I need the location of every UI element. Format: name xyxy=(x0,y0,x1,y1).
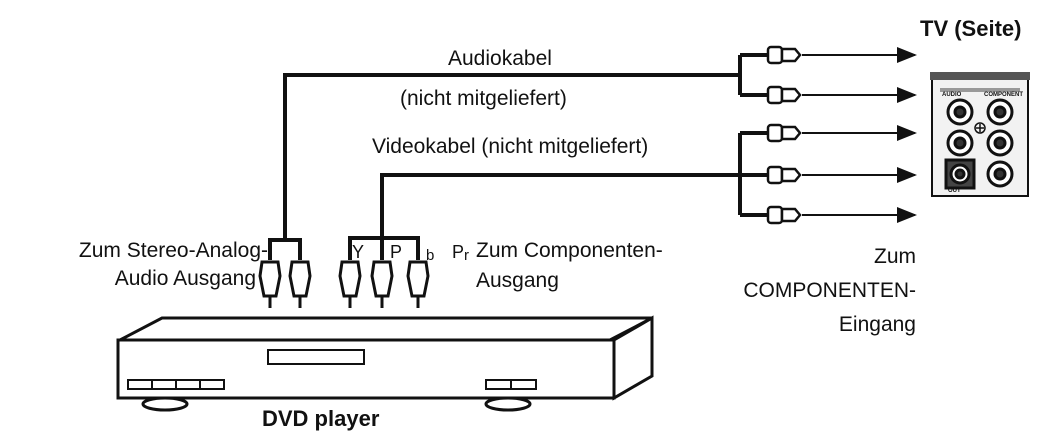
video-plug-pb xyxy=(370,260,394,298)
audio-cable-label: Audiokabel xyxy=(448,47,552,70)
tv-jack-component-y xyxy=(986,98,1014,126)
tv-jack-audio-r xyxy=(946,129,974,157)
audio-plug-left xyxy=(258,260,282,298)
component-in-label-line3: Eingang xyxy=(838,313,916,336)
video-plug-y xyxy=(338,260,362,298)
component-in-label-line2: COMPONENTEN- xyxy=(743,279,916,302)
plug-label-pb: P xyxy=(390,242,403,262)
component-out-label-line2: Ausgang xyxy=(476,269,559,292)
dvd-audio-plugs xyxy=(258,260,312,308)
tv-jack-audio-l xyxy=(946,98,974,126)
tv-panel-component-label: COMPONENT xyxy=(984,92,1023,98)
plug-label-y: Y xyxy=(352,242,365,262)
tv-panel-out-label: OUT xyxy=(948,188,961,194)
tv-plus-mark xyxy=(974,122,986,134)
rca-plug-video-pr xyxy=(766,205,802,225)
tv-panel-audio-label: AUDIO xyxy=(942,92,962,98)
tv-title: TV (Seite) xyxy=(920,16,1022,41)
video-cable xyxy=(348,131,768,260)
dvd-foot-right xyxy=(484,396,532,412)
plug-label-b: b xyxy=(426,247,435,264)
plug-label-pr: P xyxy=(452,242,465,262)
dvd-foot-left xyxy=(141,396,189,412)
rca-plug-video-y xyxy=(766,123,802,143)
rca-plug-video-pb xyxy=(766,165,802,185)
component-in-label-line1: Zum xyxy=(874,245,916,268)
rca-plug-audio-right xyxy=(766,85,802,105)
connection-arrows xyxy=(802,47,917,223)
dvd-disc-tray xyxy=(267,349,365,365)
tv-jack-component-pb xyxy=(986,129,1014,157)
audio-plug-right xyxy=(288,260,312,298)
tv-jack-out xyxy=(944,158,976,190)
video-cable-label: Videokabel (nicht mitgeliefert) xyxy=(372,135,649,158)
plug-label-r: r xyxy=(464,247,469,264)
tv-jack-panel xyxy=(930,72,1030,197)
dvd-video-plugs xyxy=(338,260,430,308)
tv-jack-component-pr xyxy=(986,160,1014,188)
video-plug-pr xyxy=(406,260,430,298)
rca-plug-audio-left xyxy=(766,45,802,65)
audio-cable-note: (nicht mitgeliefert) xyxy=(400,87,567,110)
dvd-player xyxy=(116,315,654,412)
component-out-label-line1: Zum Componenten- xyxy=(476,239,663,262)
stereo-out-label-line2: Audio Ausgang xyxy=(114,267,256,290)
dvd-side-face xyxy=(612,315,654,401)
stereo-out-label-line1: Zum Stereo-Analog- xyxy=(78,239,268,262)
device-name: DVD player xyxy=(262,406,380,431)
dvd-top-face xyxy=(119,316,653,342)
audio-cable xyxy=(268,53,768,260)
